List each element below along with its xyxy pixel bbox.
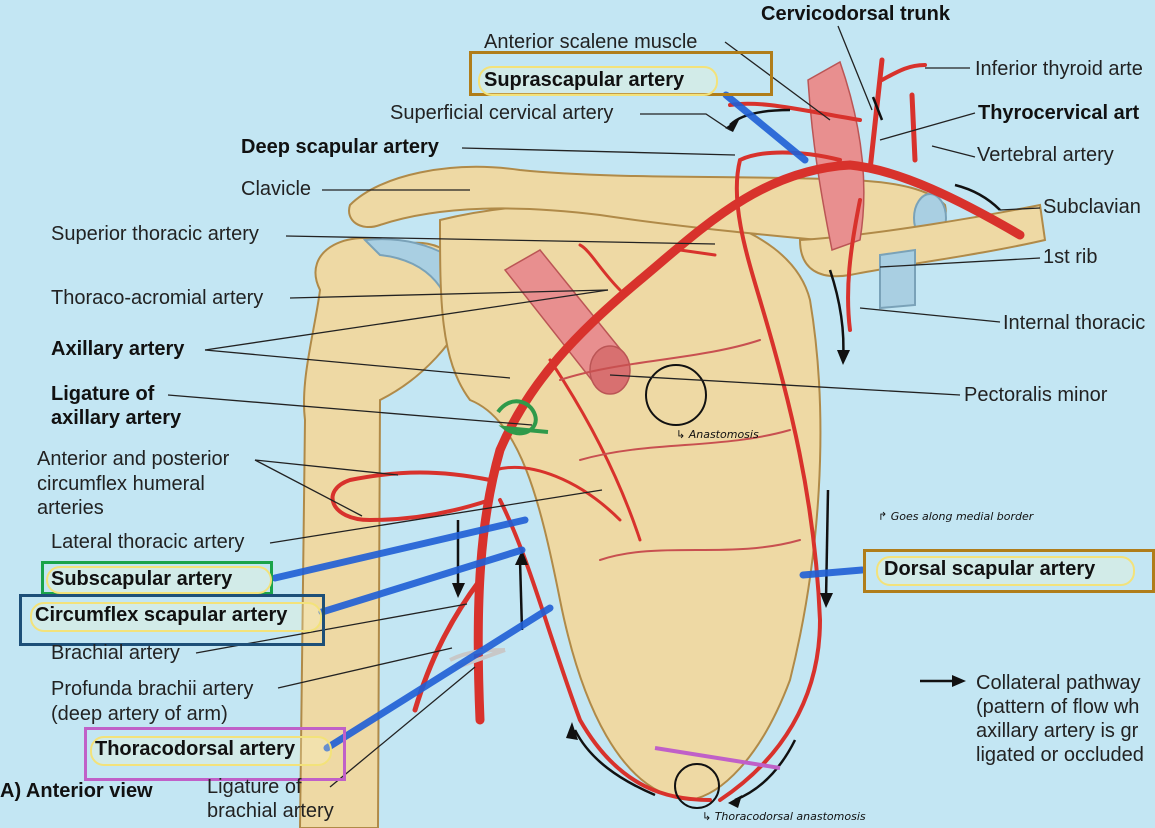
label-ligature-axillary-line1: Ligature of [51, 383, 155, 405]
label-thoracodorsal: Thoracodorsal artery [95, 738, 296, 760]
circumflex-scapular-artery-vessel [493, 465, 622, 522]
circumflex-humeral-loop [330, 470, 492, 523]
label-circumflex-humeral-line3: arteries [37, 497, 104, 519]
dorsal-scapular-highlight [876, 556, 1135, 586]
magenta-marker [654, 746, 781, 770]
label-ligature-brachial-line2: brachial artery [207, 800, 334, 822]
thoracodorsal-highlight [90, 736, 332, 766]
label-anterior-view: A) Anterior view [0, 780, 153, 802]
thoracodorsal-anastomosis-circle [674, 763, 720, 809]
label-collateral-line1: Collateral pathway [976, 672, 1141, 694]
label-vertebral: Vertebral artery [977, 144, 1114, 166]
label-internal-thoracic: Internal thoracic [1003, 312, 1146, 334]
internal-thoracic-artery [846, 198, 862, 332]
label-inferior-thyroid: Inferior thyroid arte [975, 58, 1143, 80]
label-circumflex-humeral-line1: Anterior and posterior [37, 448, 230, 470]
label-subscapular: Subscapular artery [51, 568, 233, 590]
dorsal-scapular-box [863, 549, 1155, 593]
note-goes-along-medial-border: ↱ Goes along medial border [878, 510, 1034, 523]
label-profunda-line1: Profunda brachii artery [51, 678, 254, 700]
label-dorsal-scapular: Dorsal scapular artery [884, 558, 1096, 580]
label-deep-scapular: Deep scapular artery [241, 136, 439, 158]
note-anastomosis: ↳ Anastomosis [676, 428, 759, 441]
label-superior-thoracic: Superior thoracic artery [51, 223, 259, 245]
arrow-heads [452, 118, 850, 808]
thoracodorsal-box [84, 727, 346, 781]
subscapular-highlight [46, 566, 272, 594]
thoraco-acromial-branch [578, 243, 622, 292]
anastomosis-circle [645, 364, 707, 426]
scapular-anastomosis-branches [559, 339, 801, 561]
blue-markers [271, 91, 866, 752]
inferior-thyroid-artery [880, 63, 927, 82]
label-anterior-scalene: Anterior scalene muscle [484, 31, 698, 53]
lateral-thoracic-artery-vessel [548, 358, 642, 542]
vertebral-artery [909, 92, 918, 163]
subclavian-axillary-brachial-artery [473, 160, 1025, 725]
deep-scapular-artery-vessel [718, 150, 842, 802]
pectoralis-minor-cut [589, 345, 631, 395]
label-axillary: Axillary artery [51, 338, 185, 360]
collateral-arrows [456, 96, 1001, 802]
circumflex-scapular-highlight [30, 602, 322, 632]
note-thoracodorsal-anastomosis: ↳ Thoracodorsal anastomosis [702, 810, 866, 823]
circumflex-scapular-box [19, 594, 325, 646]
rib-cartilage [879, 248, 916, 310]
first-rib [798, 203, 1047, 278]
label-circumflex-scapular: Circumflex scapular artery [35, 604, 288, 626]
label-superficial-cervical: Superficial cervical artery [390, 102, 614, 124]
label-ligature-brachial-line1: Ligature of [207, 776, 302, 798]
label-cervicodorsal-trunk: Cervicodorsal trunk [761, 3, 950, 25]
label-collateral-line4: ligated or occluded [976, 744, 1144, 766]
label-thyrocervical: Thyrocervical art [978, 102, 1140, 124]
label-suprascapular: Suprascapular artery [484, 69, 685, 91]
label-pectoralis-minor: Pectoralis minor [964, 384, 1108, 406]
label-first-rib: 1st rib [1043, 246, 1098, 268]
label-clavicle: Clavicle [241, 178, 312, 200]
leader-lines [167, 25, 1041, 788]
label-brachial: Brachial artery [51, 642, 180, 664]
label-ligature-axillary-line2: axillary artery [51, 407, 182, 429]
label-profunda-line2: (deep artery of arm) [51, 703, 228, 725]
thyrocervical-trunk [867, 57, 885, 173]
label-lateral-thoracic: Lateral thoracic artery [51, 531, 245, 553]
label-circumflex-humeral-line2: circumflex humeral [37, 473, 205, 495]
label-collateral-line2: (pattern of flow wh [976, 696, 1140, 718]
label-thoraco-acromial: Thoraco-acromial artery [51, 287, 264, 309]
superior-thoracic-branch [678, 248, 717, 257]
scalene-muscle [807, 60, 865, 251]
label-subclavian: Subclavian [1043, 196, 1141, 218]
label-collateral-line3: axillary artery is gr [976, 720, 1139, 742]
axillary-ligature [496, 399, 549, 436]
suprascapular-highlight [478, 66, 718, 96]
